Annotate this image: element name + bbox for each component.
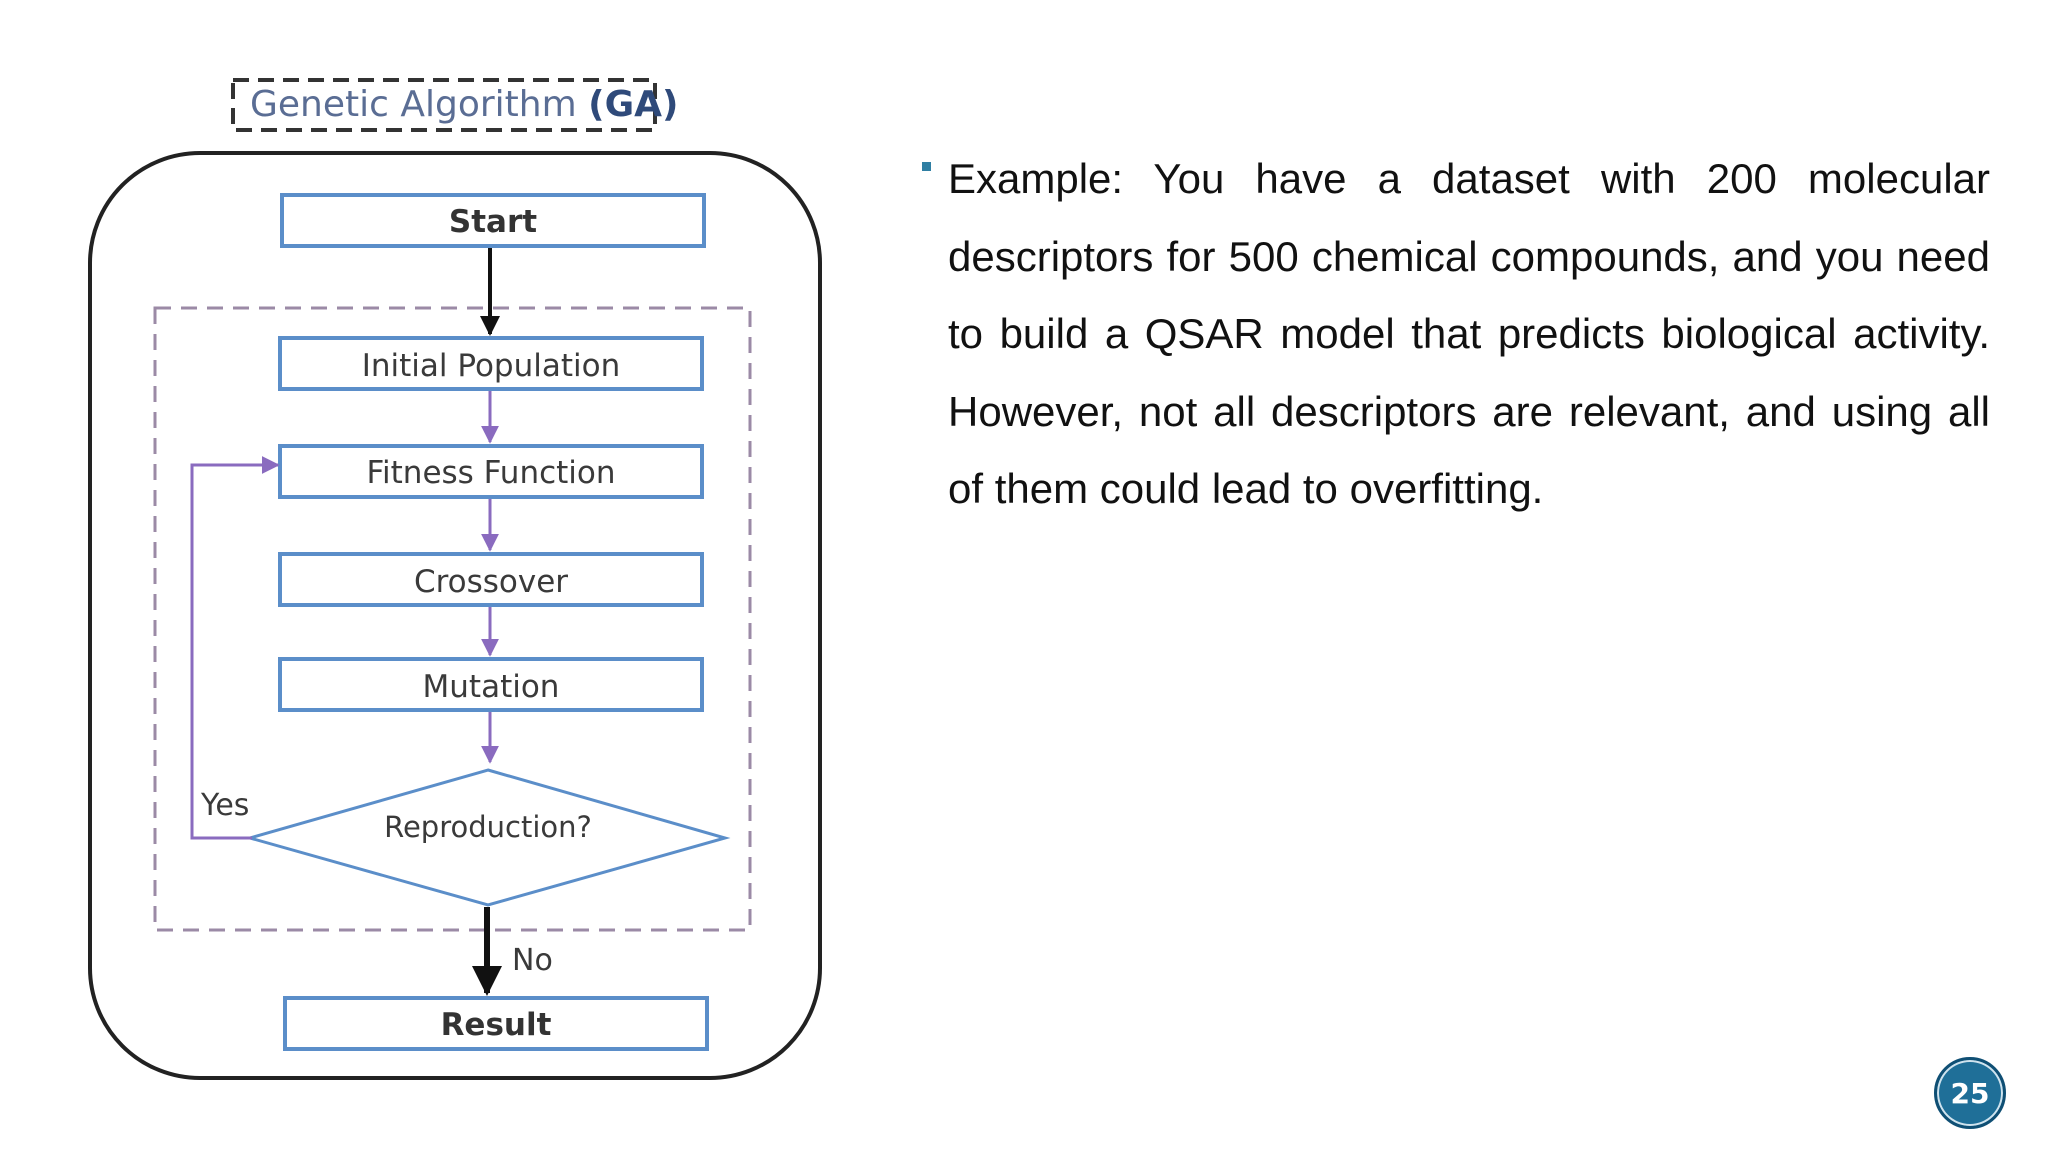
initial-population-label: Initial Population: [362, 348, 621, 384]
initial-population-box: [278, 336, 704, 391]
fitness-function-label: Fitness Function: [366, 455, 615, 491]
diagram-title: Genetic Algorithm (GA): [250, 84, 678, 125]
fitness-function-box: [278, 444, 704, 499]
reproduction-decision: [244, 768, 731, 907]
yes-label: Yes: [200, 788, 249, 823]
yes-loop-arrow: [190, 456, 280, 840]
decision-label: Reproduction?: [384, 810, 592, 844]
page-number-badge: 25: [1934, 1057, 2006, 1129]
example-paragraph: Example: You have a dataset with 200 mol…: [948, 155, 1990, 512]
result-label: Result: [441, 1007, 552, 1043]
crossover-box: [278, 552, 704, 607]
page-number: 25: [1950, 1076, 1990, 1110]
bullet-marker: [922, 162, 931, 171]
no-label: No: [512, 943, 553, 978]
title-frame: [231, 78, 657, 132]
start-box: [280, 193, 706, 248]
crossover-label: Crossover: [414, 564, 568, 600]
loop-region: [153, 306, 752, 932]
result-box: [283, 996, 709, 1051]
outer-frame: [88, 151, 822, 1080]
mutation-label: Mutation: [423, 669, 560, 705]
mutation-box: [278, 657, 704, 712]
start-label: Start: [449, 204, 537, 240]
